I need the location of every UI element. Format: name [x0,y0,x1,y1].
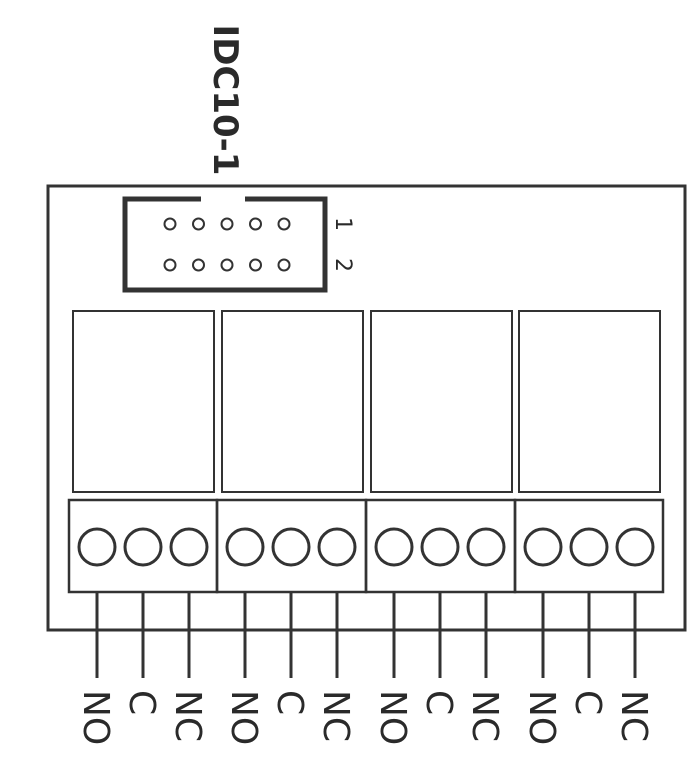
header-pin [220,217,234,231]
terminal-screw [317,527,357,567]
terminal-screw [615,527,655,567]
header-pin [220,258,234,272]
header-pin [249,258,262,272]
header-pin [163,217,177,231]
terminal-label: NC [167,690,208,742]
relay-3 [370,310,513,493]
terminal-label: NO [223,690,264,745]
terminal-block-1 [67,498,219,594]
header-pins [163,217,291,272]
header-pin [277,258,291,272]
terminal-label: NC [315,690,356,742]
terminal-label: NO [521,690,562,745]
terminal-screw [569,527,609,567]
terminal-label: C [121,690,162,715]
terminal-label: C [567,690,608,715]
header-pin [163,258,177,272]
terminal-block-4 [513,498,665,594]
terminal-screw [271,527,311,567]
relay-1 [72,310,215,493]
header-pin [277,217,291,231]
header-pin [192,258,205,272]
terminal-label: NC [464,690,505,742]
terminal-screw [420,527,460,567]
relay-4 [518,310,661,493]
connector-label: IDC10-1 [205,25,245,176]
terminal-block-2 [215,498,368,594]
terminal-screw [225,527,265,567]
terminal-screw [374,527,414,567]
row-label-1: 1 [330,217,355,231]
row-label-2: 2 [330,258,355,272]
terminal-block-3 [364,498,517,594]
header-pin [192,217,205,231]
terminal-screw [523,527,563,567]
terminal-screw [123,527,163,567]
terminal-label: NO [75,690,116,745]
terminal-label: C [418,690,459,715]
terminal-screw [466,527,506,567]
terminal-screw [77,527,117,567]
header-pin [249,217,262,231]
idc-header-outline [122,196,328,293]
relay-2 [221,310,364,493]
terminal-label: NC [613,690,654,742]
terminal-label: NO [372,690,413,745]
terminal-screw [169,527,209,567]
terminal-label: C [269,690,310,715]
board-outline [46,184,687,632]
